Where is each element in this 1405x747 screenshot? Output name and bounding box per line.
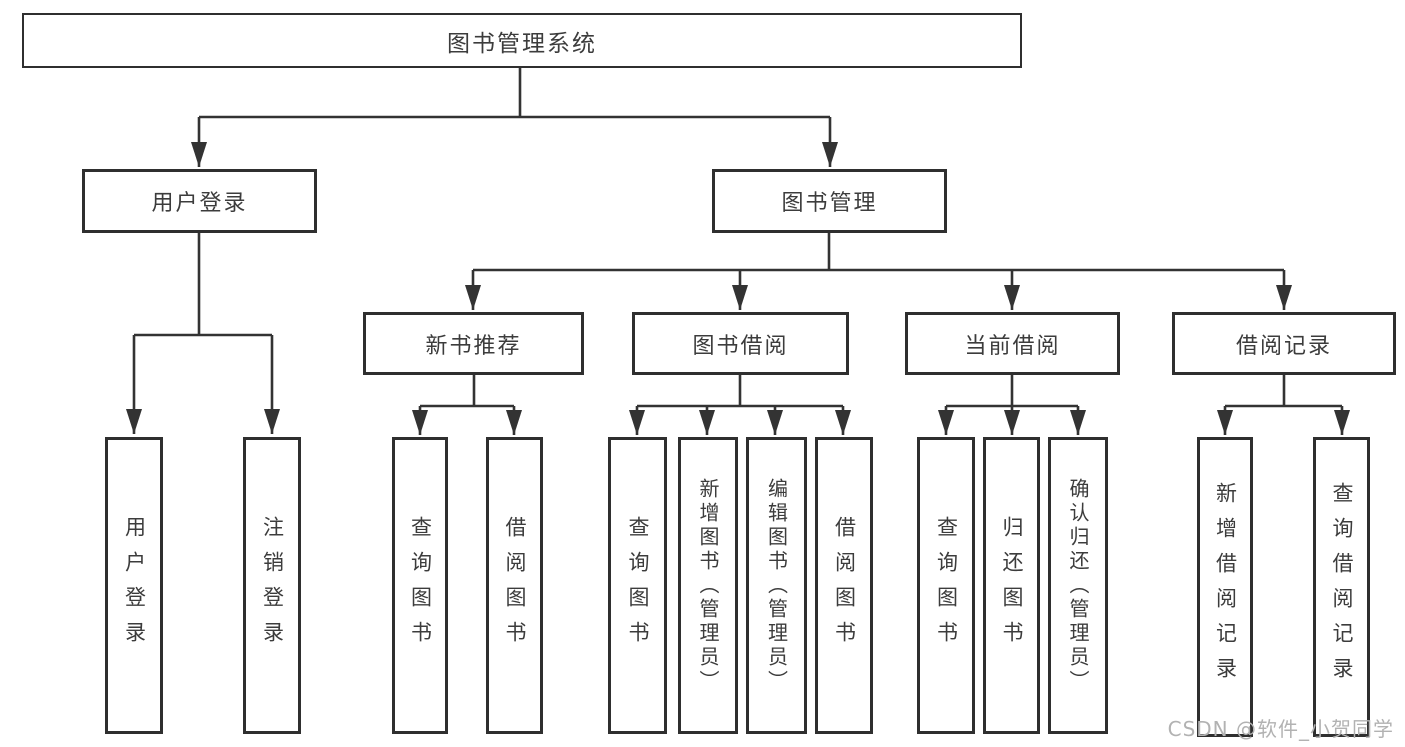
leaf-confirm-return-admin: 确认归还（管理员）: [1048, 437, 1108, 734]
leaf-borrow-book-1: 借阅图书: [486, 437, 543, 734]
user-login-subtree-connector: [126, 233, 280, 434]
leaf-query-book-3-label: 查询图书: [934, 515, 959, 656]
leaf-query-borrow-record: 查询借阅记录: [1313, 437, 1370, 737]
leaf-add-book-admin: 新增图书（管理员）: [678, 437, 738, 734]
node-new-book-recommend: 新书推荐: [363, 312, 584, 375]
leaf-borrow-book-2-label: 借阅图书: [832, 515, 857, 656]
leaf-edit-book-admin: 编辑图书（管理员）: [746, 437, 807, 734]
node-book-borrow: 图书借阅: [632, 312, 849, 375]
node-user-login-label: 用户登录: [151, 191, 248, 216]
leaf-add-book-admin-label: 新增图书（管理员）: [696, 477, 720, 694]
leaf-query-book-3: 查询图书: [917, 437, 975, 734]
node-current-borrow-label: 当前借阅: [964, 333, 1061, 359]
node-book-management: 图书管理: [712, 169, 947, 233]
node-borrow-record-label: 借阅记录: [1235, 333, 1332, 359]
leaf-confirm-return-admin-label: 确认归还（管理员）: [1066, 477, 1090, 694]
node-current-borrow: 当前借阅: [905, 312, 1120, 375]
borrow-record-group-connector: [1217, 375, 1350, 435]
node-new-book-recommend-label: 新书推荐: [425, 333, 522, 359]
node-book-borrow-label: 图书借阅: [692, 333, 789, 359]
node-root-label: 图书管理系统: [447, 30, 597, 57]
node-book-management-label: 图书管理: [781, 191, 878, 216]
leaf-user-login: 用户登录: [105, 437, 163, 734]
leaf-borrow-book-2: 借阅图书: [815, 437, 873, 734]
node-user-login: 用户登录: [82, 169, 317, 233]
csdn-watermark: CSDN @软件_小贺同学: [1167, 717, 1394, 741]
leaf-add-borrow-record: 新增借阅记录: [1197, 437, 1253, 737]
book-borrow-group-connector: [629, 375, 851, 435]
node-root-system: 图书管理系统: [22, 13, 1022, 68]
leaf-logout: 注销登录: [243, 437, 301, 734]
leaf-add-borrow-record-label: 新增借阅记录: [1213, 482, 1238, 692]
leaf-return-book: 归还图书: [983, 437, 1040, 734]
leaf-query-book-1: 查询图书: [392, 437, 448, 734]
leaf-query-book-2: 查询图书: [608, 437, 667, 734]
leaf-return-book-label: 归还图书: [1000, 515, 1024, 656]
leaf-edit-book-admin-label: 编辑图书（管理员）: [764, 477, 789, 694]
new-book-group-connector: [412, 375, 522, 435]
root-to-level2-connector: [191, 68, 838, 167]
book-mgmt-subtree-connector: [465, 233, 1292, 310]
current-borrow-group-connector: [938, 375, 1086, 435]
leaf-user-login-label: 用户登录: [122, 515, 147, 656]
leaf-query-book-1-label: 查询图书: [408, 515, 433, 656]
leaf-borrow-book-1-label: 借阅图书: [503, 515, 527, 656]
node-borrow-record: 借阅记录: [1172, 312, 1396, 375]
leaf-query-borrow-record-label: 查询借阅记录: [1330, 482, 1354, 692]
leaf-query-book-2-label: 查询图书: [626, 515, 650, 656]
leaf-logout-label: 注销登录: [260, 515, 285, 656]
